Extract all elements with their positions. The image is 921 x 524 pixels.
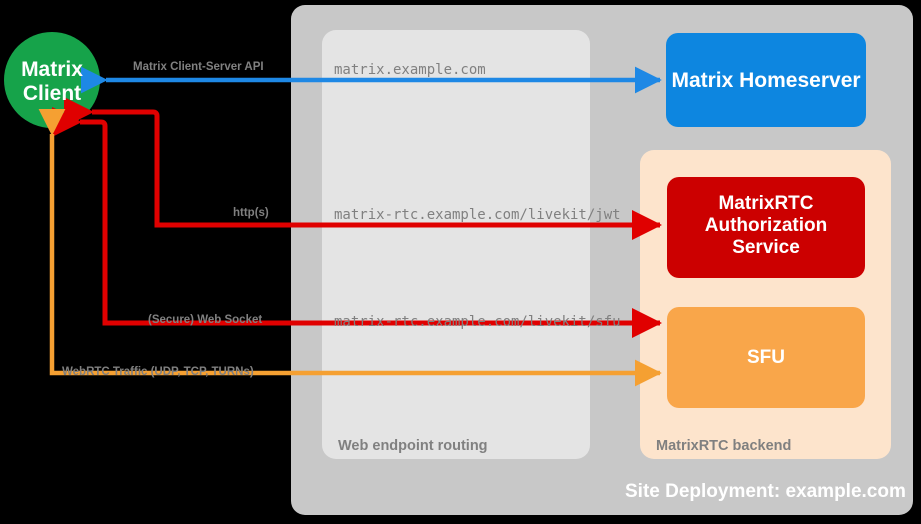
web-endpoint-routing-container: [322, 30, 590, 459]
node-matrix-client[interactable]: [4, 32, 100, 128]
node-matrix-homeserver[interactable]: [666, 33, 866, 127]
edge-webrtc-traffic: [38, 108, 662, 387]
node-matrixrtc-authorization-service[interactable]: [667, 177, 865, 278]
node-sfu[interactable]: [667, 307, 865, 408]
